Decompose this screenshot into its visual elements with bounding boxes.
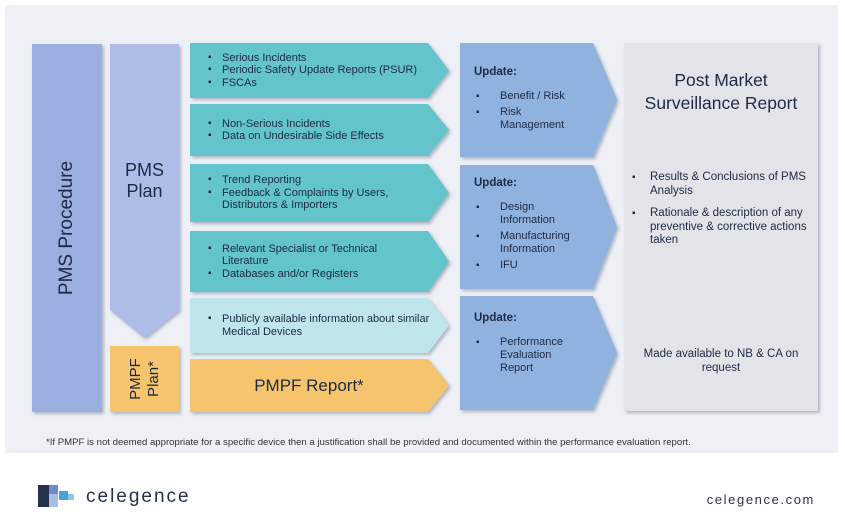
input-arrow-5-text: Publicly available information about sim… bbox=[196, 298, 432, 353]
input-item: Periodic Safety Update Reports (PSUR) bbox=[208, 64, 432, 77]
pmpf-plan-label: PMPF Plan* bbox=[124, 339, 166, 419]
update-item: IFU bbox=[474, 259, 604, 272]
website-link[interactable]: celegence.com bbox=[706, 492, 815, 507]
input-item: Data on Undesirable Side Effects bbox=[208, 130, 432, 143]
update-1-text: Update: Benefit / Risk Risk Management bbox=[474, 66, 604, 135]
footnote: *If PMPF is not deemed appropriate for a… bbox=[46, 437, 691, 448]
update-item: Benefit / Risk bbox=[474, 90, 604, 103]
pmpf-plan-box bbox=[110, 346, 179, 412]
input-item: Trend Reporting bbox=[208, 174, 432, 187]
pmpf-report-label: PMPF Report* bbox=[254, 375, 364, 395]
report-note: Made available to NB & CA on request bbox=[643, 348, 799, 374]
input-item: Relevant Specialist or Technical Literat… bbox=[208, 243, 417, 268]
input-arrow-2-text: Non-Serious Incidents Data on Undesirabl… bbox=[196, 104, 432, 156]
input-item: Non-Serious Incidents bbox=[208, 118, 432, 131]
input-item: Publicly available information about sim… bbox=[208, 313, 437, 338]
update-item: Design Information bbox=[474, 201, 580, 227]
input-arrow-4-text: Relevant Specialist or Technical Literat… bbox=[196, 231, 432, 292]
report-item: Results & Conclusions of PMS Analysis bbox=[632, 171, 808, 198]
input-item: Databases and/or Registers bbox=[208, 268, 432, 281]
plan-label-line1: PMS bbox=[124, 160, 164, 180]
update-heading: Update: bbox=[474, 177, 517, 189]
input-arrow-1-text: Serious Incidents Periodic Safety Update… bbox=[196, 43, 432, 98]
update-heading: Update: bbox=[474, 66, 517, 78]
update-2-text: Update: Design Information Manufacturing… bbox=[474, 177, 604, 275]
pmpf-plan-line2: Plan* bbox=[144, 361, 162, 397]
procedure-bar bbox=[32, 44, 102, 412]
celegence-logo-icon bbox=[38, 485, 74, 507]
report-title: Post Market Surveillance Report bbox=[644, 70, 798, 113]
report-content: Post Market Surveillance Report Results … bbox=[624, 43, 818, 411]
pmpf-plan-line1: PMPF bbox=[126, 358, 144, 400]
update-item: Risk Management bbox=[474, 106, 580, 132]
update-item: Manufacturing Information bbox=[474, 230, 590, 256]
update-heading: Update: bbox=[474, 312, 517, 324]
brand-name: celegence bbox=[86, 486, 191, 507]
input-arrow-3-text: Trend Reporting Feedback & Complaints by… bbox=[196, 164, 432, 222]
report-item: Rationale & description of any preventiv… bbox=[632, 207, 808, 248]
update-item: Performance Evaluation Report bbox=[474, 336, 580, 375]
plan-chevron bbox=[110, 44, 179, 338]
update-3-text: Update: Performance Evaluation Report bbox=[474, 312, 604, 378]
input-item: FSCAs bbox=[208, 77, 432, 90]
input-item: Serious Incidents bbox=[208, 52, 432, 65]
input-item: Feedback & Complaints by Users, Distribu… bbox=[208, 187, 412, 212]
plan-label: PMS Plan bbox=[110, 160, 179, 202]
report-list: Results & Conclusions of PMS Analysis Ra… bbox=[632, 171, 808, 257]
plan-label-line2: Plan bbox=[126, 181, 163, 201]
update-arrow-2 bbox=[460, 165, 617, 289]
procedure-label: PMS Procedure bbox=[56, 160, 77, 296]
pmpf-report-arrow bbox=[190, 359, 449, 412]
